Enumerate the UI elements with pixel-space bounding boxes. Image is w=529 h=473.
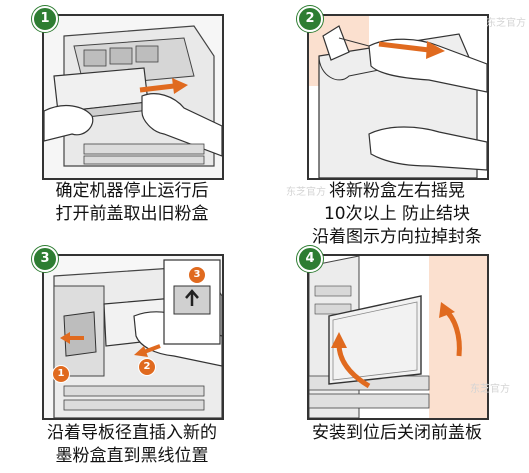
step-3-badge: 3	[32, 246, 58, 272]
watermark-top-right: 东芝官方	[486, 18, 526, 29]
step-1-illustration	[42, 14, 224, 180]
step-2-badge: 2	[297, 6, 323, 32]
remove-toner-drawing	[44, 16, 222, 178]
step-3-illustration	[42, 254, 224, 420]
step-2-caption-line-2: 10次以上 防止结块	[323, 204, 471, 224]
step-1-panel: 1 确定机器停止运行后 打开前盖取出旧粉盒	[0, 0, 264, 236]
step-3-callout-3: 3	[188, 266, 206, 284]
step-4-caption: 安装到位后关闭前盖板	[265, 422, 529, 445]
watermark-bottom-right: 东芝官方	[470, 384, 510, 395]
step-1-badge: 1	[32, 6, 58, 32]
step-2-caption: 将新粉盒左右摇晃 10次以上 防止结块 沿着图示方向拉掉封条	[265, 180, 529, 249]
step-3-caption-line-1: 沿着导板径直插入新的	[47, 423, 217, 443]
insert-toner-drawing	[44, 256, 222, 418]
step-3-panel: 3 1 2 3 沿着导板径直插入新的 墨	[0, 236, 264, 472]
close-cover-drawing	[309, 256, 487, 418]
step-2-caption-line-3: 沿着图示方向拉掉封条	[312, 227, 482, 247]
step-1-caption: 确定机器停止运行后 打开前盖取出旧粉盒	[0, 180, 264, 226]
step-3-callout-1: 1	[52, 365, 70, 383]
watermark-center: 东芝官方	[286, 187, 326, 198]
step-3-caption: 沿着导板径直插入新的 墨粉盒直到黑线位置	[0, 422, 264, 468]
step-1-caption-line-2: 打开前盖取出旧粉盒	[55, 204, 209, 224]
step-4-caption-line-1: 安装到位后关闭前盖板	[312, 423, 482, 443]
step-4-illustration	[307, 254, 489, 420]
shake-toner-drawing	[309, 16, 487, 178]
step-3-callout-2: 2	[138, 358, 156, 376]
step-4-badge: 4	[297, 246, 323, 272]
step-3-caption-line-2: 墨粉盒直到黑线位置	[55, 446, 209, 466]
step-2-caption-line-1: 将新粉盒左右摇晃	[329, 181, 465, 201]
step-4-panel: 4 安装到位后关闭前盖板	[265, 236, 529, 472]
step-1-caption-line-1: 确定机器停止运行后	[55, 181, 209, 201]
step-2-illustration	[307, 14, 489, 180]
step-2-panel: 2 将新粉盒左右摇晃 10次以上 防止结块 沿着图示方向拉掉封条	[265, 0, 529, 247]
